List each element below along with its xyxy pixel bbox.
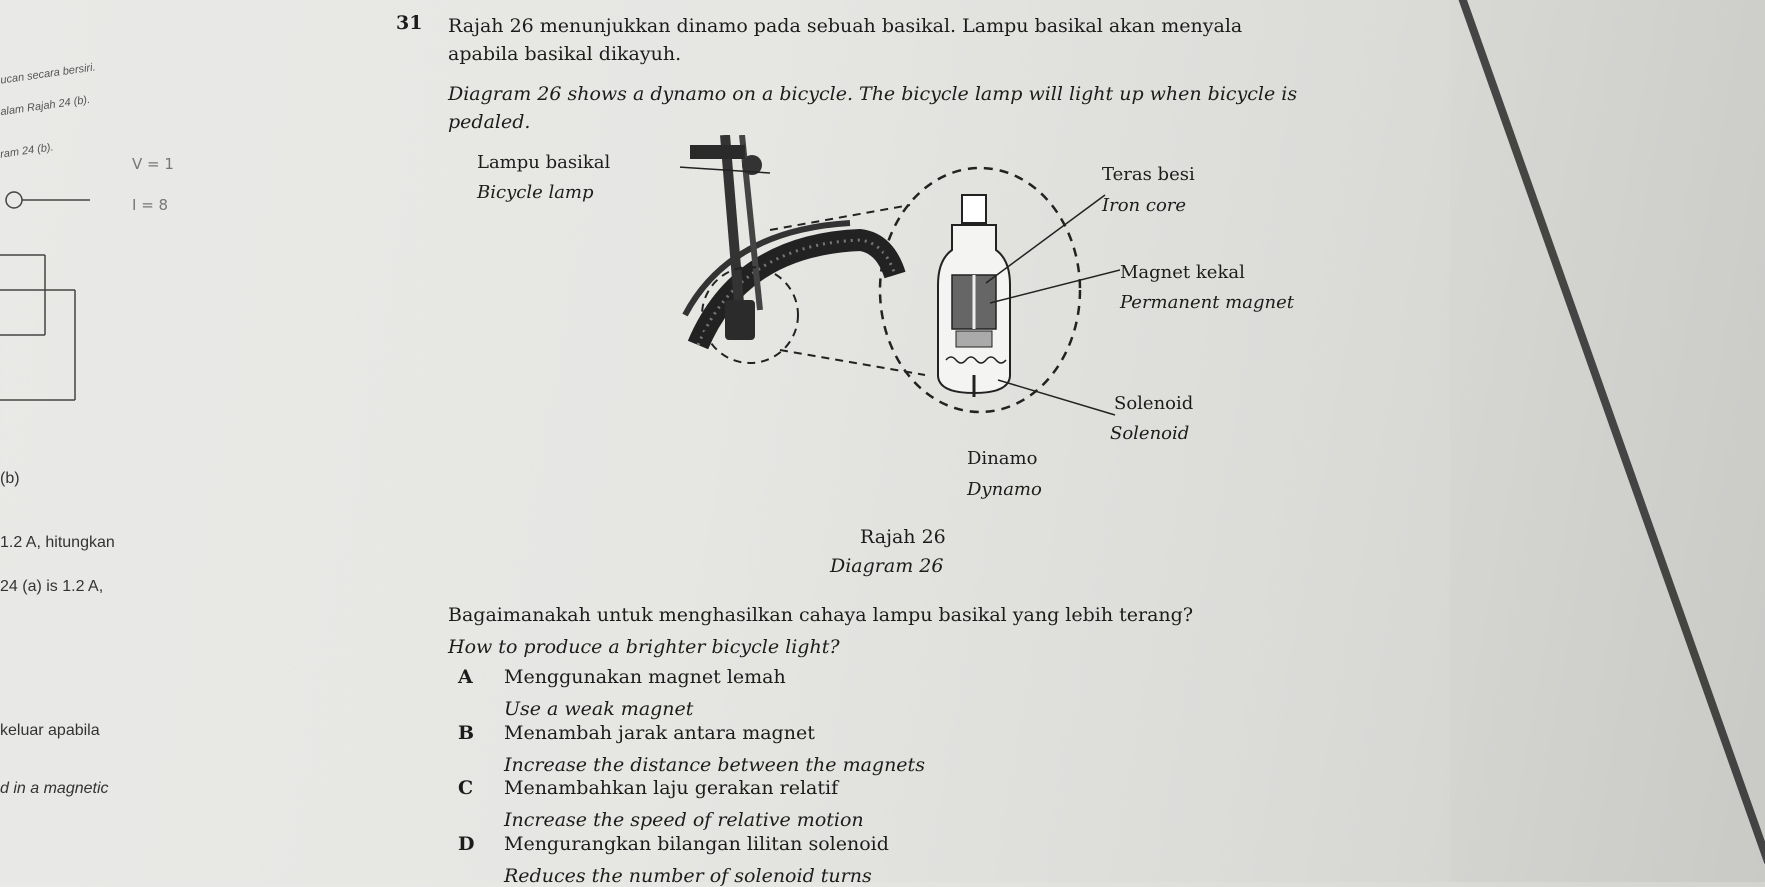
prev-text-3: keluar apabila (0, 722, 100, 739)
option-letter: B (458, 722, 475, 744)
prev-text-4: d in a magnetic (0, 780, 109, 797)
prev-text-1: 1.2 A, hitungkan (0, 534, 115, 551)
prev-text-7: alam Rajah 24 (b). (0, 93, 91, 119)
question-text-malay: Rajah 26 menunjukkan dinamo pada sebuah … (448, 15, 1243, 65)
label-dynamo-malay: Dinamo (967, 448, 1038, 469)
handwriting-2: I = 8 (132, 196, 169, 214)
adjacent-page-edge (1450, 0, 1765, 882)
option-text-malay: Menambah jarak antara magnet (504, 722, 815, 744)
option-letter: D (458, 833, 475, 855)
question-text-english: Diagram 26 shows a dynamo on a bicycle. … (448, 83, 1298, 133)
bicycle-dynamo-diagram (680, 135, 1120, 416)
option-text-english: Increase the distance between the magnet… (504, 754, 925, 776)
figure-caption-english: Diagram 26 (830, 555, 944, 577)
mudguard (682, 220, 851, 317)
option-text-malay: Menambahkan laju gerakan relatif (504, 777, 839, 799)
label-dynamo-english: Dynamo (967, 479, 1042, 500)
question-stem-malay: Bagaimanakah untuk menghasilkan cahaya l… (448, 604, 1194, 626)
label-magnet-english: Permanent magnet (1120, 292, 1294, 313)
prev-circuit-diagram (0, 191, 90, 401)
option-text-malay: Mengurangkan bilangan lilitan solenoid (504, 833, 889, 855)
label-core-malay: Teras besi (1102, 164, 1195, 185)
figure-caption-malay: Rajah 26 (860, 526, 946, 548)
label-lamp-malay: Lampu basikal (477, 152, 611, 173)
magnifier-circle (878, 166, 1082, 414)
prev-text-5: (b) (0, 470, 20, 487)
label-lamp-english: Bicycle lamp (477, 182, 594, 203)
question-number: 31 (396, 12, 423, 34)
label-magnet-malay: Magnet kekal (1120, 262, 1245, 283)
label-core-english: Iron core (1102, 195, 1187, 216)
option-text-english: Use a weak magnet (504, 698, 694, 720)
handwriting-1: V = 1 (132, 155, 174, 173)
solenoid-coil (945, 356, 1007, 364)
question-stem-english: How to produce a brighter bicycle light? (448, 636, 840, 658)
option-text-english: Reduces the number of solenoid turns (504, 865, 872, 887)
prev-text-6: ucan secara bersiri. (0, 61, 97, 87)
previous-page-fragment: ucan secara bersiri. alam Rajah 24 (b). … (0, 0, 180, 882)
fork (720, 135, 745, 316)
bicycle-lamp-body (690, 145, 745, 159)
option-letter: C (458, 777, 474, 799)
label-solenoid-english: Solenoid (1110, 423, 1190, 444)
prev-text-2: 24 (a) is 1.2 A, (0, 578, 104, 595)
option-text-english: Increase the speed of relative motion (504, 809, 864, 831)
label-solenoid-malay: Solenoid (1114, 393, 1194, 414)
option-letter: A (458, 666, 473, 688)
option-text-malay: Menggunakan magnet lemah (504, 666, 786, 688)
prev-text-8: ram 24 (b). (0, 141, 55, 161)
